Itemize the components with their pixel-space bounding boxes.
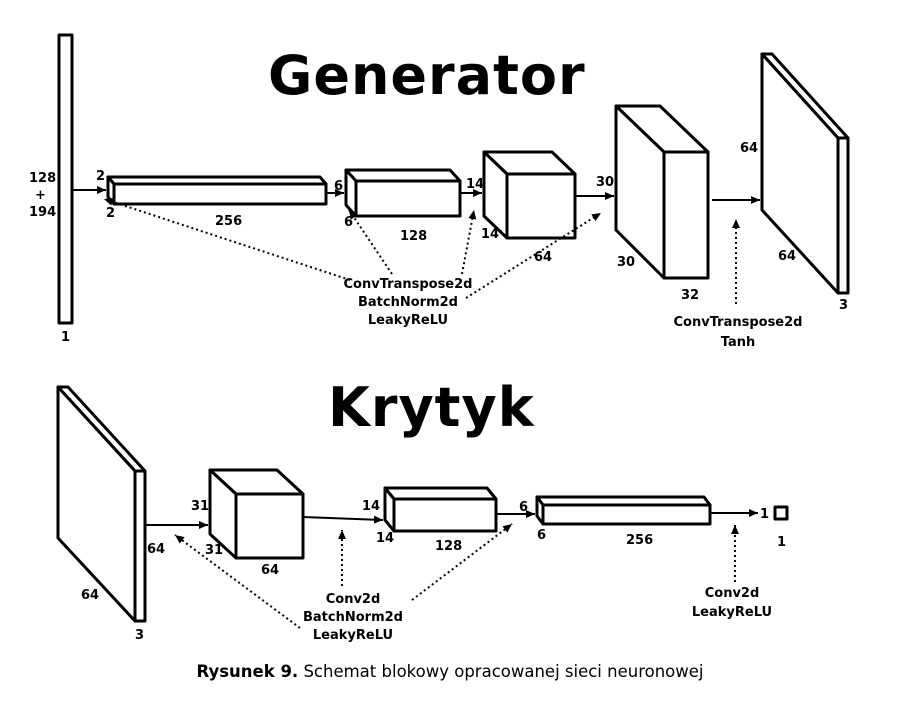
g-b1-top: 2	[96, 169, 105, 184]
k-layer-group-1-line-3: LeakyReLU	[313, 628, 393, 643]
k-b3-top: 14	[362, 499, 380, 514]
generator-block-5	[760, 52, 850, 295]
g-b2-side: 6	[344, 215, 353, 230]
g-b3-side: 14	[481, 227, 499, 242]
g-b5-top: 64	[740, 141, 758, 156]
critic-block-4	[535, 495, 712, 526]
g-b2-top: 6	[334, 179, 343, 194]
dotted-g-to-b4	[465, 212, 602, 299]
g-input-dim2: 194	[29, 205, 56, 220]
g-b4-side: 30	[617, 255, 635, 270]
k-b1-bottom: 64	[81, 588, 99, 603]
dotted-k-to-b1-arrow	[174, 534, 301, 629]
generator-block-4	[614, 104, 710, 280]
g-b3-length: 64	[534, 250, 552, 265]
generator-block-2	[344, 168, 462, 218]
generator-title: Generator	[268, 44, 586, 107]
generator-block-3	[482, 150, 577, 240]
k-layer-group-2-line-1: Conv2d	[705, 586, 760, 601]
k-b1-side: 64	[147, 542, 165, 557]
k-layer-group-1-line-2: BatchNorm2d	[303, 610, 403, 625]
g-b4-top: 30	[596, 175, 614, 190]
dotted-g-to-b1	[103, 198, 351, 281]
g-layer-group-2-line-2: Tanh	[721, 335, 755, 350]
k-b2-top: 31	[191, 499, 209, 514]
k-b4-length: 256	[626, 533, 653, 548]
g-b4-length: 32	[681, 288, 699, 303]
dotted-g-to-b3	[461, 209, 477, 275]
k-b4-top: 6	[519, 500, 528, 515]
caption-text: Schemat blokowy opracowanej sieci neuron…	[303, 662, 704, 681]
critic-title: Krytyk	[328, 376, 535, 439]
k-b3-length: 128	[435, 539, 462, 554]
k-b4-side: 6	[537, 528, 546, 543]
g-layer-group-1-line-2: BatchNorm2d	[358, 295, 458, 310]
k-b2-side: 31	[205, 543, 223, 558]
critic-output-square	[773, 505, 789, 521]
g-b5-side: 64	[778, 249, 796, 264]
g-b5-depth: 3	[839, 298, 848, 313]
g-b1-side: 2	[106, 206, 115, 221]
g-b1-length: 256	[215, 214, 242, 229]
g-b2-length: 128	[400, 229, 427, 244]
k-layer-group-2-line-2: LeakyReLU	[692, 605, 772, 620]
g-input-dim1: 128	[29, 171, 56, 186]
arrow-k-b2-to-b3	[302, 515, 384, 524]
critic-block-3	[383, 486, 498, 533]
k-b1-depth: 3	[135, 628, 144, 643]
generator-block-1	[106, 175, 328, 206]
k-layer-group-1-line-1: Conv2d	[326, 592, 381, 607]
figure-caption: Rysunek 9. Schemat blokowy opracowanej s…	[0, 662, 900, 681]
caption-label: Rysunek 9.	[196, 662, 299, 681]
critic-block-2	[208, 468, 305, 560]
g-layer-group-1-line-1: ConvTranspose2d	[344, 277, 473, 292]
k-b3-side: 14	[376, 531, 394, 546]
g-input-plus: +	[35, 188, 46, 203]
g-input-depth: 1	[61, 330, 70, 345]
g-b3-top: 14	[466, 177, 484, 192]
g-layer-group-1-line-3: LeakyReLU	[368, 313, 448, 328]
generator-input-bar	[57, 33, 74, 325]
dotted-g-to-b2	[348, 209, 393, 275]
k-out-left: 1	[760, 507, 769, 522]
critic-block-1	[56, 385, 147, 623]
k-out-bottom: 1	[777, 535, 786, 550]
k-b2-length: 64	[261, 563, 279, 578]
dotted-k-to-b3-arrow	[411, 523, 513, 601]
g-layer-group-2-line-1: ConvTranspose2d	[674, 315, 803, 330]
